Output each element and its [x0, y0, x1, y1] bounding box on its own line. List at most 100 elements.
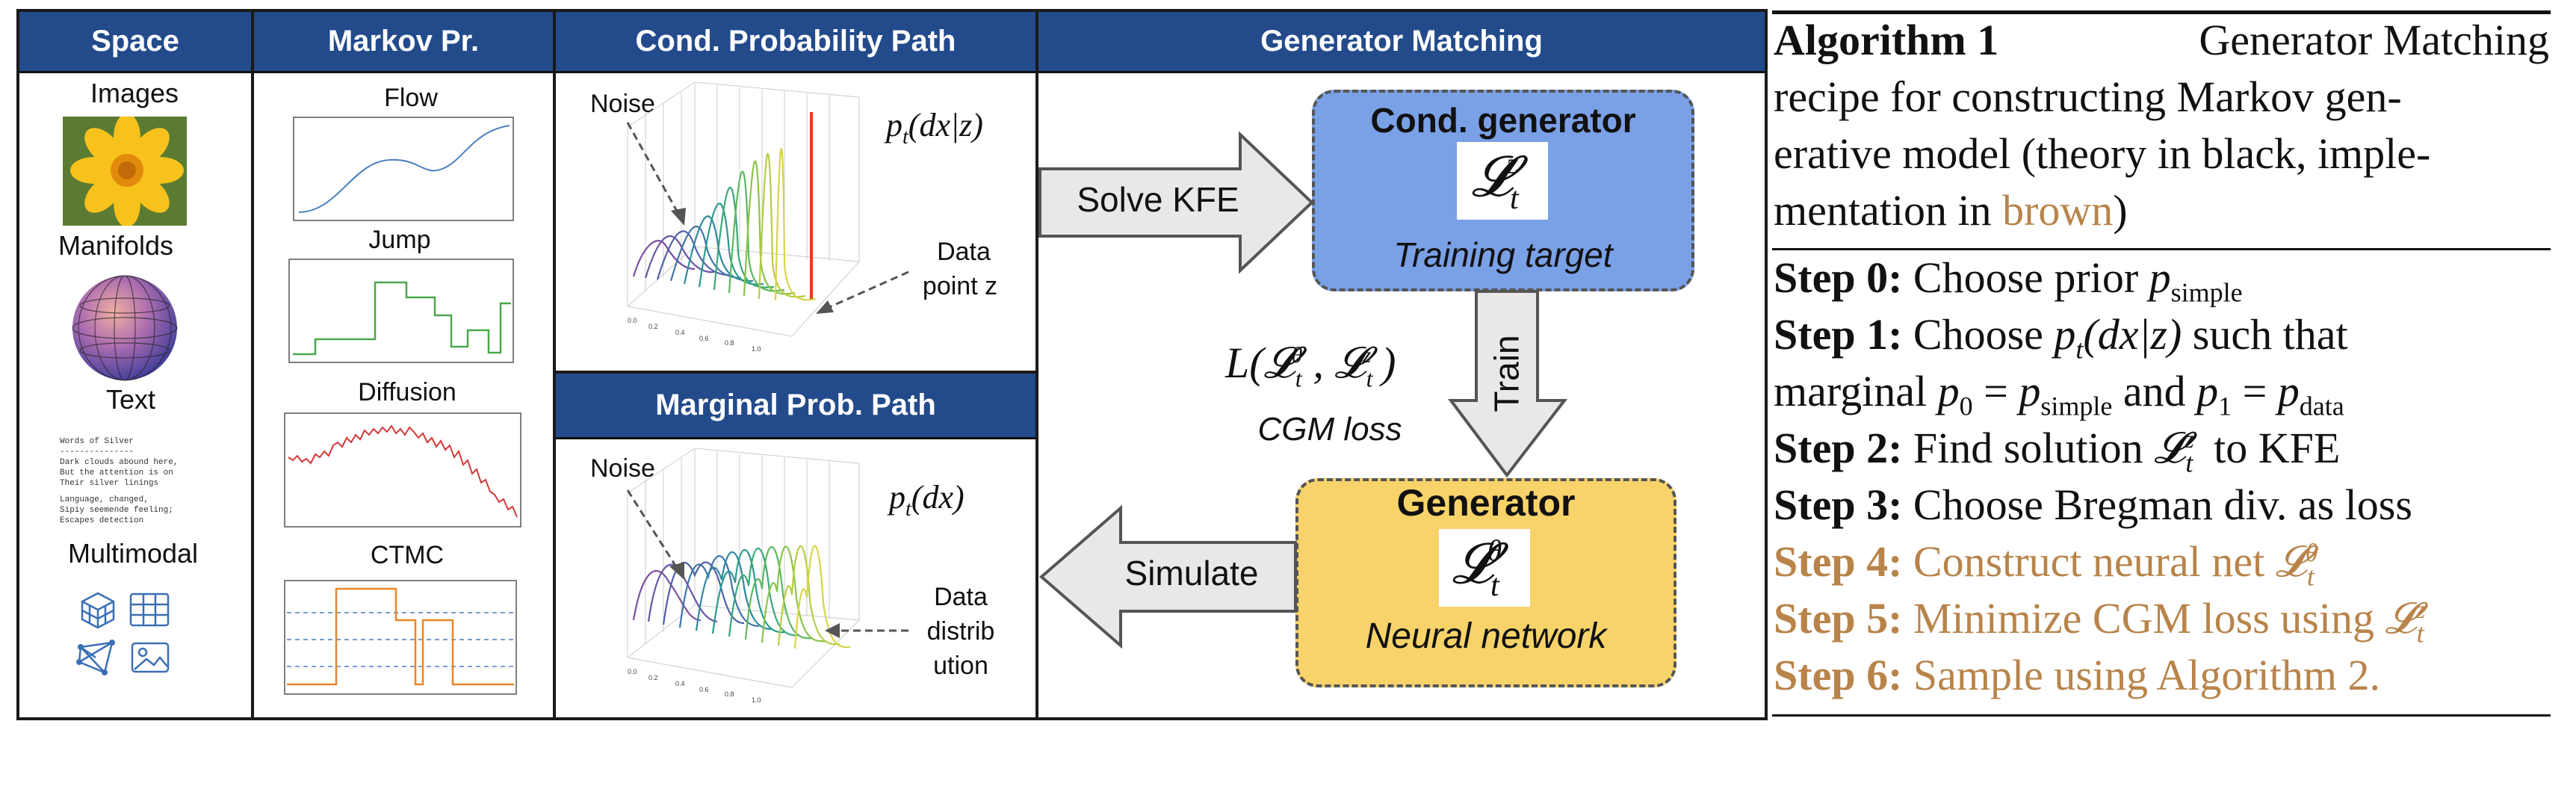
table-icon [129, 593, 170, 627]
divider [553, 9, 556, 720]
step-3: Step 3: Choose Bregman div. as loss [1774, 480, 2412, 530]
cond-noise-arrow [626, 122, 686, 226]
marginal-data-label-3: ution [933, 652, 988, 680]
loss-formula: L(𝓛tθ, 𝓛tz) [1225, 338, 1396, 392]
step-2-text: Find solution 𝓛tz to KFE [1913, 424, 2341, 478]
step-5: Step 5: Minimize CGM loss using 𝓛tz [1774, 593, 2434, 649]
algo-title-suffix: ) [2113, 186, 2128, 235]
step-3-label: Step 3: [1774, 480, 1903, 529]
algo-title-brown: brown [2002, 186, 2114, 235]
cond-noise-label: Noise [590, 90, 655, 118]
text-line: Their silver linings [60, 479, 159, 488]
svg-text:0.8: 0.8 [725, 690, 734, 698]
step-6: Step 6: Sample using Algorithm 2. [1774, 650, 2380, 700]
sphere-icon [72, 275, 178, 381]
marginal-data-arrow [825, 623, 908, 638]
text-line [60, 489, 247, 495]
text-line: Language, changed, [60, 495, 149, 504]
marginal-path-header: Marginal Prob. Path [556, 374, 1035, 439]
cond-generator-title: Cond. generator [1370, 101, 1636, 140]
generator-symbol: 𝓛tθ [1439, 529, 1530, 607]
svg-text:1.0: 1.0 [752, 345, 761, 353]
algo-mid-rule [1772, 248, 2551, 250]
svg-text:0.2: 0.2 [648, 674, 658, 681]
step-4-label: Step 4: [1774, 537, 1903, 586]
image-icon [131, 642, 170, 673]
algo-title-rest: Generator Matching [2199, 16, 2549, 64]
cond-path-3d-plot: 0.00.20.4 0.60.81.0 [627, 82, 860, 353]
svg-text:0.4: 0.4 [675, 680, 685, 687]
svg-text:0.8: 0.8 [725, 339, 734, 347]
algo-title-line3: erative model (theory in black, imple- [1774, 129, 2431, 178]
step-0: Step 0: Choose prior psimple [1774, 253, 2243, 309]
divider [251, 9, 254, 720]
step-5-text: Minimize CGM loss using 𝓛tz [1913, 594, 2425, 649]
svg-text:0.2: 0.2 [648, 323, 658, 330]
algo-title-prefix: mentation in [1774, 186, 2003, 235]
algo-title-line1: Algorithm 1 Generator Matching [1774, 15, 2549, 65]
text-line: Escapes detection [60, 516, 144, 525]
marginal-noise-label: Noise [590, 454, 655, 483]
cond-generator-symbol: 𝓛tz [1457, 142, 1548, 220]
svg-text:1.0: 1.0 [752, 696, 761, 704]
text-line: But the attention is on [60, 468, 173, 477]
divider [553, 371, 1037, 374]
step-1-cont: marginal p0 = psimple and p1 = pdata [1774, 366, 2344, 422]
svg-text:0.4: 0.4 [675, 329, 685, 336]
text-line: Dark clouds abound here, [60, 458, 179, 467]
step-6-text: Sample using Algorithm 2. [1913, 651, 2381, 699]
step-1-cont-text: marginal p0 = psimple and p1 = pdata [1774, 367, 2344, 421]
markov-header: Markov Pr. [254, 12, 553, 73]
marginal-path-3d-plot: 0.0 0.2 0.4 0.6 0.8 1.0 [627, 448, 860, 704]
solve-kfe-arrow [1038, 132, 1314, 273]
marginal-data-label-1: Data [934, 583, 988, 611]
markov-item-jump: Jump [368, 226, 431, 254]
text-line: Sipiy seemende feeling; [60, 506, 173, 515]
text-sample: Words of Silver --------------- Dark clo… [60, 436, 247, 526]
space-item-text: Text [105, 384, 156, 415]
cond-data-arrow [816, 270, 909, 314]
algo-title-bold: Algorithm 1 [1774, 16, 1999, 64]
marginal-data-label-2: distrib [926, 617, 995, 646]
step-5-label: Step 5: [1774, 594, 1903, 643]
generator-matching-header: Generator Matching [1038, 12, 1765, 73]
diffusion-plot [284, 412, 521, 528]
simulate-arrow [1038, 505, 1297, 649]
algo-title-line2: recipe for constructing Markov gen- [1774, 72, 2402, 121]
step-4-text: Construct neural net 𝓛tθ [1913, 537, 2318, 592]
marginal-formula: pt(dx) [889, 479, 965, 521]
text-line: Words of Silver [60, 437, 134, 446]
cube-icon [81, 592, 115, 629]
train-arrow [1448, 290, 1567, 478]
train-text: Train [1487, 335, 1526, 412]
generator-caption: Neural network [1365, 616, 1607, 656]
step-6-label: Step 6: [1774, 651, 1903, 699]
divider [1035, 9, 1038, 720]
jump-plot [288, 259, 514, 363]
algo-title-line4: mentation in brown) [1774, 185, 2128, 235]
diagram-frame [16, 9, 1768, 720]
step-2: Step 2: Find solution 𝓛tz to KFE [1774, 423, 2340, 479]
markov-item-diffusion: Diffusion [358, 378, 456, 406]
space-item-images: Images [90, 78, 179, 108]
svg-text:0.0: 0.0 [628, 317, 637, 324]
loss-caption: CGM loss [1257, 411, 1402, 448]
step-2-label: Step 2: [1774, 424, 1903, 472]
ctmc-plot [284, 580, 517, 695]
step-1: Step 1: Choose pt(dx|z) such that [1774, 309, 2348, 365]
markov-item-ctmc: CTMC [370, 541, 445, 569]
space-item-manifolds: Manifolds [58, 230, 174, 261]
text-line: --------------- [60, 448, 134, 457]
algo-top-rule [1772, 10, 2551, 14]
markov-item-flow: Flow [384, 84, 438, 112]
flow-plot [293, 117, 514, 221]
svg-text:0.0: 0.0 [628, 668, 637, 675]
marginal-noise-arrow [626, 489, 684, 580]
simulate-label: Simulate [1124, 554, 1259, 593]
cond-path-header: Cond. Probability Path [556, 12, 1035, 73]
svg-text:0.6: 0.6 [699, 686, 709, 693]
generator-title: Generator [1396, 482, 1576, 524]
flower-image [63, 117, 187, 226]
cond-data-label-1: Data [937, 238, 991, 266]
solve-kfe-label: Solve KFE [1077, 180, 1239, 219]
